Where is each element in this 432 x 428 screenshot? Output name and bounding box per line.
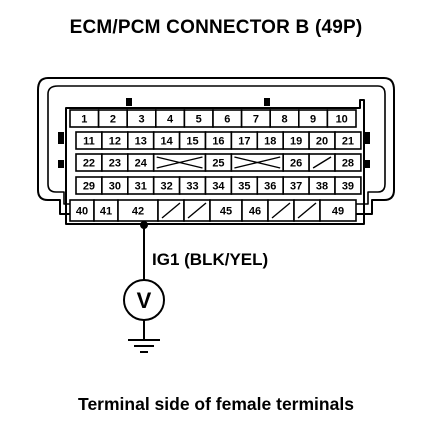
vacant-terminal-mark [312, 156, 332, 169]
terminal-cell [334, 153, 362, 172]
terminal-6: 6 [224, 114, 230, 126]
voltmeter-symbol: V [137, 288, 152, 313]
diagram-title: ECM/PCM CONNECTOR B (49P) [69, 17, 363, 38]
terminal-49: 49 [332, 206, 344, 218]
terminal-28: 28 [342, 158, 354, 170]
terminal-cell [334, 176, 362, 195]
terminal-13: 13 [135, 136, 147, 148]
terminal-32: 32 [161, 181, 173, 193]
terminal-46: 46 [249, 206, 261, 218]
wire-label: IG1 (BLK/YEL) [152, 250, 268, 269]
terminal-20: 20 [316, 136, 328, 148]
terminal-34: 34 [212, 181, 225, 193]
terminal-39: 39 [342, 181, 354, 193]
ig1-wire [140, 221, 148, 340]
vacant-terminal-mark [234, 156, 281, 169]
terminal-17: 17 [238, 136, 250, 148]
terminal-1: 1 [81, 114, 87, 126]
terminal-7: 7 [253, 114, 259, 126]
vacant-terminal-mark [187, 202, 207, 219]
terminal-24: 24 [135, 158, 148, 170]
terminal-8: 8 [281, 114, 287, 126]
terminal-cell [326, 109, 357, 128]
terminal-22: 22 [83, 158, 95, 170]
terminal-3: 3 [138, 114, 144, 126]
terminal-38: 38 [316, 181, 328, 193]
connector-housing [37, 77, 395, 225]
terminal-14: 14 [161, 136, 174, 148]
terminal-cell [319, 199, 357, 222]
terminal-33: 33 [186, 181, 198, 193]
terminal-36: 36 [264, 181, 276, 193]
terminal-45: 45 [220, 206, 232, 218]
terminal-10: 10 [336, 114, 348, 126]
terminal-26: 26 [290, 158, 302, 170]
terminal-9: 9 [310, 114, 316, 126]
terminal-42: 42 [132, 206, 144, 218]
voltmeter-icon: V [123, 279, 165, 321]
terminal-cell [334, 131, 362, 150]
terminal-2: 2 [110, 114, 116, 126]
terminal-16: 16 [212, 136, 224, 148]
terminal-40: 40 [76, 206, 88, 218]
terminal-4: 4 [167, 114, 174, 126]
terminal-5: 5 [196, 114, 202, 126]
terminal-30: 30 [109, 181, 121, 193]
side-latches [58, 132, 370, 168]
terminal-19: 19 [290, 136, 302, 148]
terminal-31: 31 [135, 181, 147, 193]
vacant-terminal-mark [271, 202, 291, 219]
terminal-15: 15 [186, 136, 198, 148]
terminal-23: 23 [109, 158, 121, 170]
terminal-35: 35 [238, 181, 250, 193]
terminal-41: 41 [100, 206, 112, 218]
terminal-25: 25 [212, 158, 224, 170]
terminal-37: 37 [290, 181, 302, 193]
terminal-21: 21 [342, 136, 354, 148]
vacant-terminal-mark [297, 202, 317, 219]
vacant-terminal-mark [161, 202, 181, 219]
terminal-11: 11 [83, 136, 95, 148]
terminal-18: 18 [264, 136, 276, 148]
terminal-29: 29 [83, 181, 95, 193]
vacant-terminal-mark [156, 156, 203, 169]
top-key-tabs [126, 98, 270, 106]
terminal-12: 12 [109, 136, 121, 148]
ground-icon [128, 339, 160, 353]
diagram-caption: Terminal side of female terminals [78, 394, 354, 414]
